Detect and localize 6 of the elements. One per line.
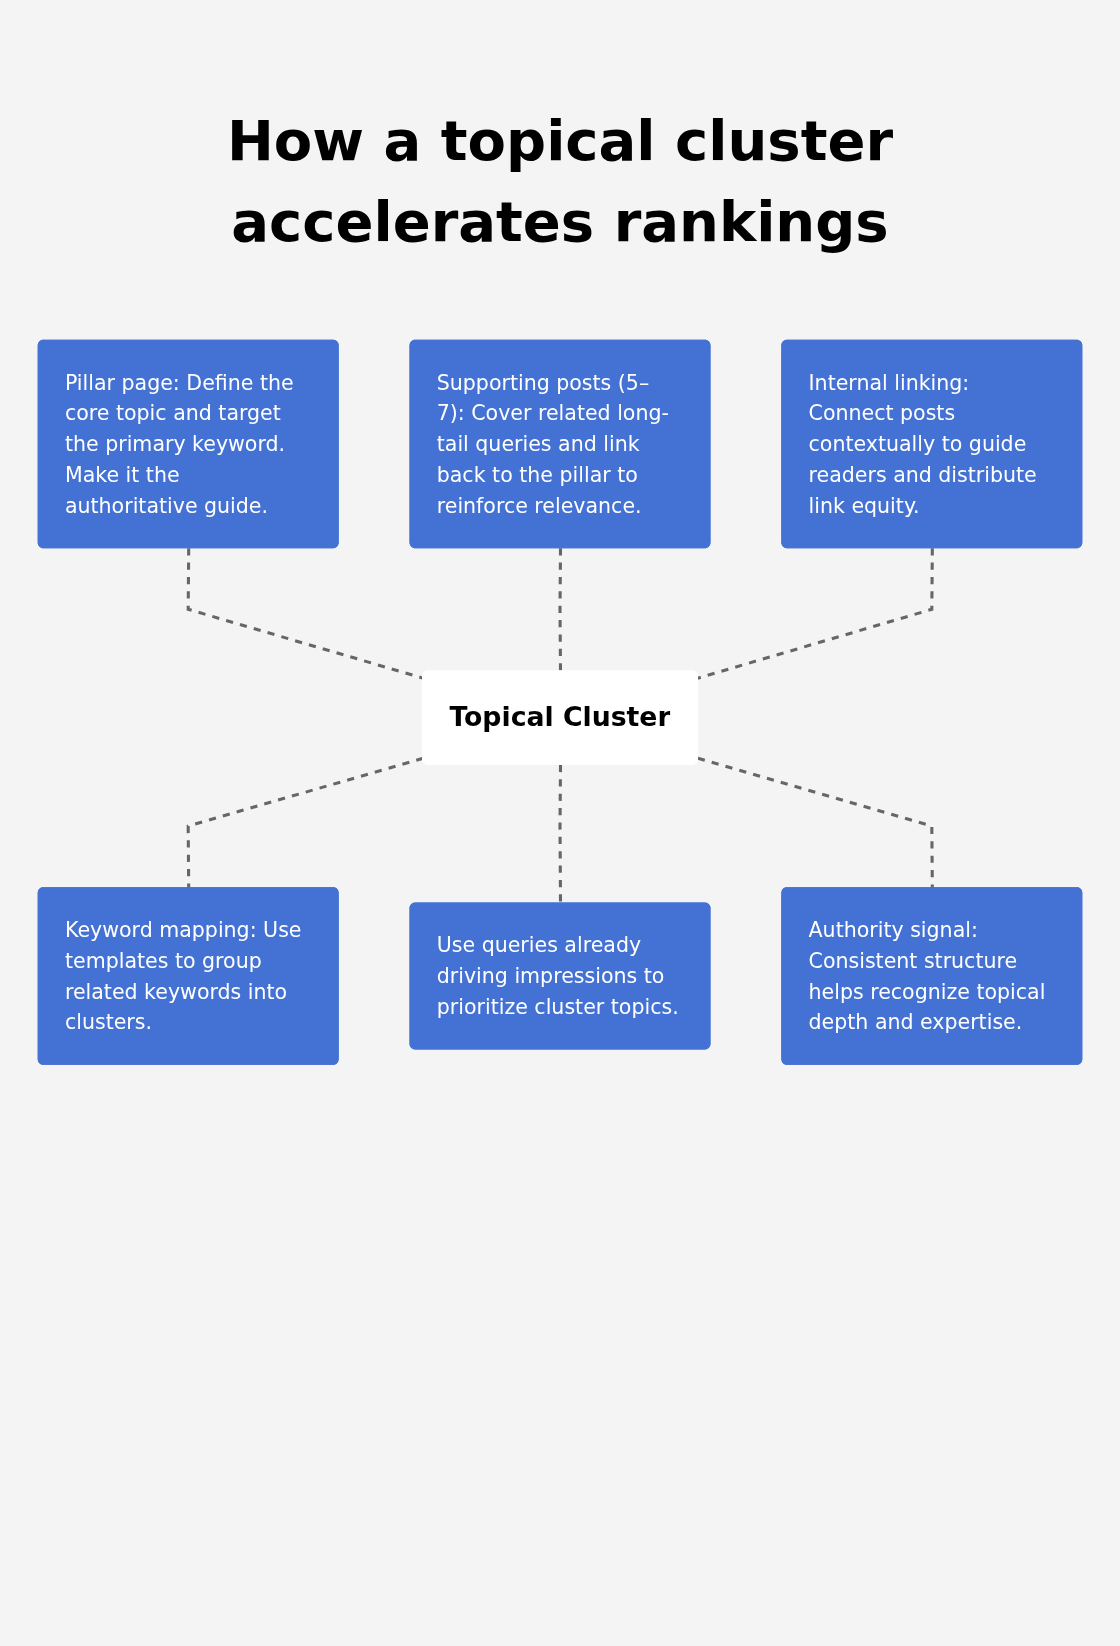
connector <box>186 548 424 680</box>
connector <box>558 548 563 672</box>
connector <box>697 757 934 889</box>
connector <box>697 548 934 680</box>
connector <box>558 765 563 904</box>
diagram-title: How a topical cluster accelerates rankings <box>226 107 894 257</box>
